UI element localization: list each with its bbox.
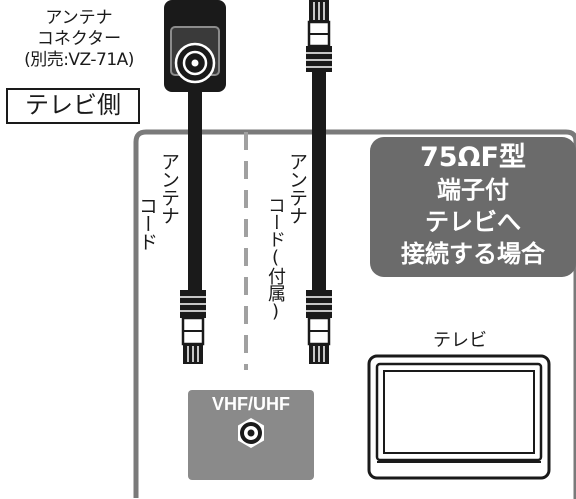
cable-right-label-col1: アンテナ	[286, 152, 308, 224]
cable-left-label-col2: コード	[136, 196, 158, 250]
tv-label: テレビ	[433, 330, 487, 351]
cable-right-label-col2: コード(付属)	[265, 196, 286, 321]
tv-side-label: テレビ側	[6, 88, 140, 124]
vhf-uhf-panel	[188, 390, 314, 480]
callout-line3: テレビへ	[425, 208, 521, 236]
antenna-cable-right	[306, 0, 332, 364]
tv-side-panel	[133, 129, 576, 499]
vhf-uhf-label: VHF/UHF	[212, 394, 290, 414]
tv-set-icon	[367, 354, 551, 480]
antenna-connector-label: アンテナ コネクター (別売:VZ-71A)	[0, 8, 158, 71]
callout-line4: 接続する場合	[401, 240, 545, 268]
antenna-cable-left	[180, 92, 206, 364]
cable-left-label-col1: アンテナ	[158, 152, 180, 224]
callout-box	[370, 137, 576, 277]
connector-label-line2: コネクター	[36, 29, 122, 49]
callout-text: 75ΩF型 端子付 テレビへ 接続する場合	[370, 142, 576, 270]
connector-label-line3: (別売:VZ-71A)	[24, 50, 134, 70]
callout-line2: 端子付	[437, 176, 509, 204]
callout-line1: 75ΩF型	[420, 142, 526, 173]
connector-label-line1: アンテナ	[45, 8, 113, 28]
antenna-connector	[164, 0, 226, 92]
tv-side-label-text: テレビ側	[25, 91, 121, 119]
